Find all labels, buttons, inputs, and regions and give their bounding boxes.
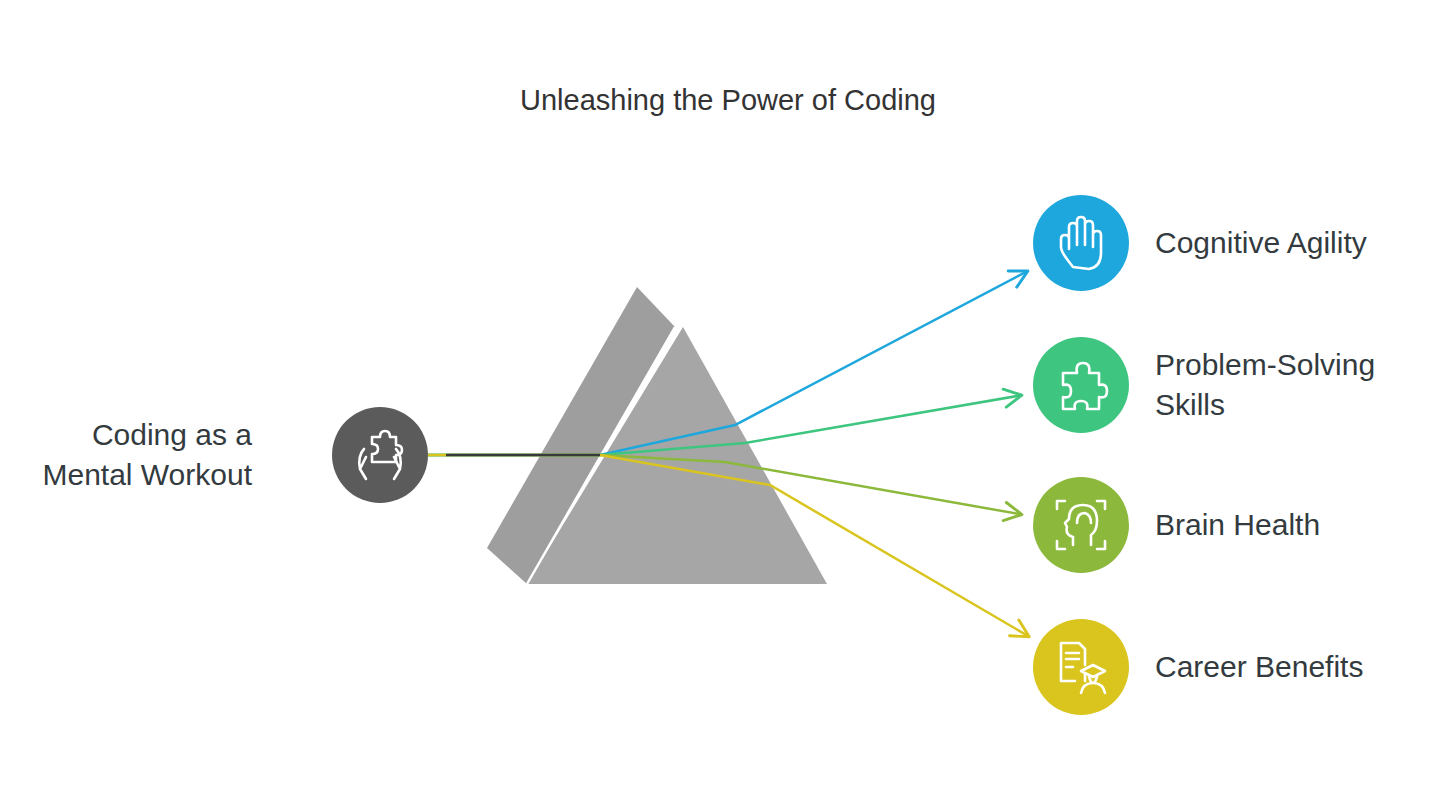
circle-node: Brain Health: [1033, 477, 1129, 573]
arrow-connector: [428, 271, 1028, 455]
node-icon: [359, 431, 402, 479]
circle-node: Career Benefits: [1033, 619, 1129, 715]
node-label: Brain Health: [1155, 505, 1425, 545]
node-circle: [1033, 337, 1129, 433]
arrow-connector: [428, 395, 1022, 455]
circle-fill: [1033, 195, 1129, 291]
node-icon: [1063, 363, 1107, 409]
arrow-connector: [428, 455, 1029, 637]
arrow-connector: [428, 455, 1022, 515]
node-icon: [1061, 643, 1105, 693]
circle-node: Coding as a Mental Workout: [332, 407, 428, 503]
input-beam: [446, 454, 600, 457]
node-icon: [1057, 501, 1105, 549]
node-label: Cognitive Agility: [1155, 223, 1425, 263]
node-circle: [1033, 619, 1129, 715]
circle-fill: [332, 407, 428, 503]
node-label: Coding as a Mental Workout: [12, 415, 252, 495]
circle-node: Cognitive Agility: [1033, 195, 1129, 291]
node-icon: [1061, 217, 1101, 269]
circle-fill: [1033, 477, 1129, 573]
circle-fill: [1033, 619, 1129, 715]
node-circle: [1033, 477, 1129, 573]
node-label: Problem-Solving Skills: [1155, 345, 1415, 425]
node-circle: [1033, 195, 1129, 291]
node-label: Career Benefits: [1155, 647, 1425, 687]
node-circle: [332, 407, 428, 503]
circle-node: Problem-Solving Skills: [1033, 337, 1129, 433]
circle-fill: [1033, 337, 1129, 433]
diagram-title: Unleashing the Power of Coding: [0, 84, 1456, 117]
